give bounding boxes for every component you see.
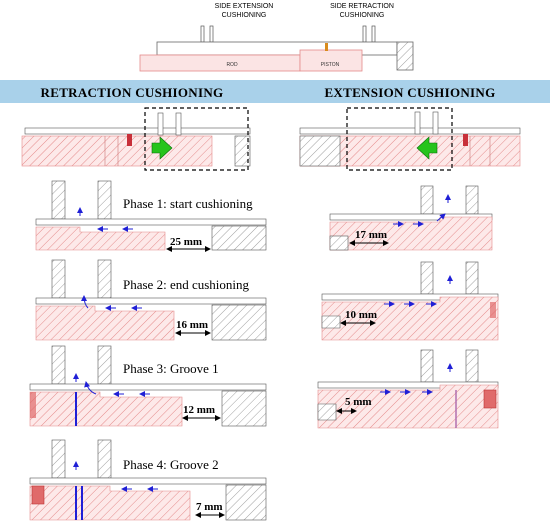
retraction-phase-1: Phase 1: start cushioning 25 mm <box>35 180 267 252</box>
phase-1-label: Phase 1: start cushioning <box>123 196 253 211</box>
retraction-phase-3: Phase 3: Groove 1 12 mm <box>29 345 267 427</box>
side-extension-label-1: SIDE EXTENSION <box>215 3 274 10</box>
extension-zoom-box <box>346 107 453 171</box>
extension-overview <box>299 107 521 171</box>
retraction-overview <box>21 107 251 171</box>
rod-label: ROD <box>226 62 238 68</box>
phase-2-distance: 16 mm <box>176 319 208 331</box>
phase-3-label: Phase 3: Groove 1 <box>123 361 219 376</box>
phase-4-distance: 7 mm <box>196 501 223 513</box>
retraction-phase-4: Phase 4: Groove 2 7 mm <box>29 439 267 521</box>
phase-2-label: Phase 2: end cushioning <box>123 277 250 292</box>
ext-phase-1-distance: 17 mm <box>355 229 387 241</box>
extension-direction-arrow-icon <box>416 136 438 160</box>
extension-phase-1: 17 mm <box>329 185 493 251</box>
piston-label: PISTON <box>321 62 340 68</box>
phase-4-label: Phase 4: Groove 2 <box>123 457 219 472</box>
retraction-phase-2: Phase 2: end cushioning 16 mm <box>35 259 267 341</box>
phase-3-distance: 12 mm <box>183 404 215 416</box>
extension-phase-3: 5 mm <box>317 349 499 429</box>
side-retraction-label-2: CUSHIONING <box>340 12 385 19</box>
phase-1-distance: 25 mm <box>170 236 202 248</box>
ext-phase-2-distance: 10 mm <box>345 309 377 321</box>
ext-phase-3-distance: 5 mm <box>345 396 372 408</box>
retraction-direction-arrow-icon <box>151 136 173 160</box>
extension-header: EXTENSION CUSHIONING <box>324 85 495 100</box>
overview-cylinder: SIDE EXTENSION CUSHIONING SIDE RETRACTIO… <box>139 3 414 72</box>
side-extension-label-2: CUSHIONING <box>222 12 267 19</box>
retraction-header: RETRACTION CUSHIONING <box>41 85 224 100</box>
extension-phase-2: 10 mm <box>321 261 499 341</box>
retraction-zoom-box <box>144 107 249 171</box>
header-band <box>0 80 550 103</box>
side-retraction-label-1: SIDE RETRACTION <box>330 3 394 10</box>
